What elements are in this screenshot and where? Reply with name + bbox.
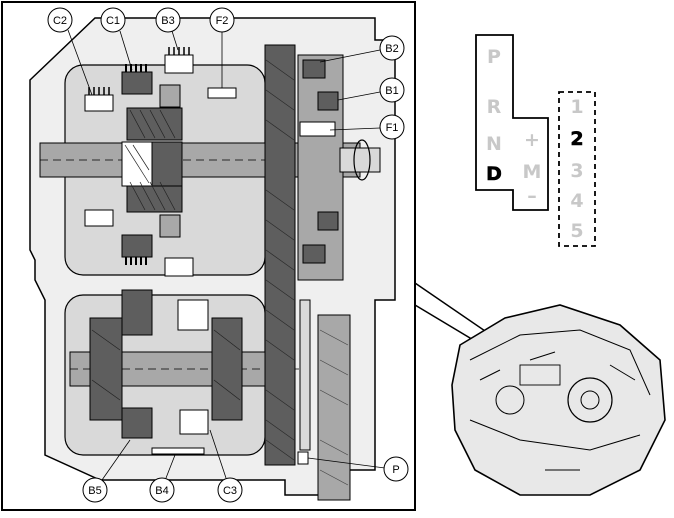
brake-b1-b2-drum — [297, 54, 344, 281]
callout-c2: C2 — [47, 7, 93, 96]
label-b3: B3 — [161, 15, 174, 27]
label-c2: C2 — [53, 15, 67, 27]
gear-4: 4 — [570, 190, 583, 212]
gear-selector-panel: P R N D + M – — [475, 34, 549, 211]
selector-n: N — [486, 133, 502, 155]
parking-lock-p — [297, 451, 309, 465]
final-drive-gear — [299, 299, 351, 501]
rotation-arrow-icon — [353, 139, 371, 181]
label-f2: F2 — [216, 15, 229, 27]
gear-5: 5 — [570, 220, 583, 242]
callout-f1: F1 — [329, 114, 405, 140]
callout-b3: B3 — [155, 7, 181, 51]
callout-b4: B4 — [149, 454, 176, 503]
gear-2: 2 — [570, 128, 583, 150]
label-c1: C1 — [106, 15, 120, 27]
selector-minus: – — [527, 185, 537, 207]
freewheel-f2 — [207, 87, 237, 99]
callout-c3: C3 — [209, 429, 243, 503]
large-drive-gear — [264, 44, 296, 466]
clutch-c1-lower-pack — [121, 234, 153, 265]
label-b1: B1 — [385, 85, 398, 97]
callout-c1: C1 — [100, 7, 133, 71]
label-b5: B5 — [88, 485, 101, 497]
transmission-unit-illustration — [451, 304, 666, 496]
callout-b2: B2 — [319, 35, 405, 63]
callout-p: P — [307, 456, 409, 482]
lower-planetary-gearset — [89, 289, 243, 439]
gear-3: 3 — [570, 160, 583, 182]
gear-1: 1 — [570, 96, 583, 118]
clutch-c2-pack — [84, 87, 114, 227]
selector-d: D — [486, 163, 502, 185]
upper-planetary-gearset — [121, 84, 183, 238]
label-f1: F1 — [386, 122, 399, 134]
brake-b3-pack — [164, 47, 194, 277]
manual-gear-indicator: 1 2 3 4 5 — [558, 91, 596, 247]
selector-p: P — [487, 46, 501, 68]
callout-b1: B1 — [337, 77, 405, 103]
label-c3: C3 — [223, 485, 237, 497]
selector-m: M — [523, 161, 542, 183]
label-b2: B2 — [385, 43, 398, 55]
brake-b4-band — [151, 447, 205, 455]
selector-plus: + — [524, 129, 540, 151]
callout-f2: F2 — [209, 7, 235, 88]
selector-r: R — [487, 96, 502, 118]
output-shaft — [339, 147, 381, 173]
label-p: P — [392, 464, 399, 476]
label-b4: B4 — [155, 485, 168, 497]
callout-b5: B5 — [82, 439, 131, 503]
